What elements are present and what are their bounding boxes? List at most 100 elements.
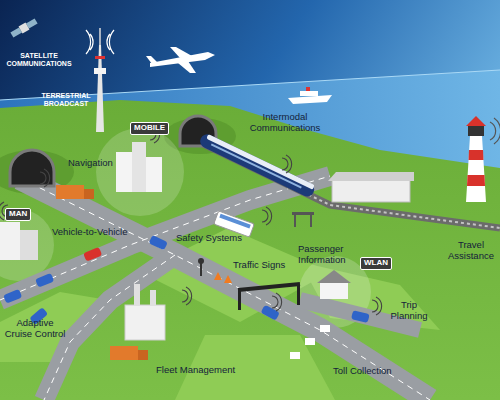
broadcast-tower bbox=[95, 56, 105, 59]
tag-box: MAN bbox=[5, 208, 31, 221]
lighthouse bbox=[468, 126, 484, 136]
lighthouse bbox=[466, 136, 486, 202]
sea bbox=[0, 70, 500, 400]
factory bbox=[134, 284, 140, 306]
train bbox=[198, 132, 317, 199]
signal-waves bbox=[282, 155, 292, 173]
toll-gantry bbox=[320, 325, 330, 332]
satellite bbox=[19, 23, 30, 34]
airplane bbox=[146, 47, 215, 73]
station bbox=[310, 215, 312, 227]
train bbox=[211, 143, 302, 188]
lighthouse bbox=[469, 150, 484, 160]
broadcast-tower bbox=[86, 28, 114, 132]
signal-waves bbox=[372, 297, 382, 315]
station bbox=[328, 172, 414, 181]
toll-gantry bbox=[297, 285, 300, 305]
broadcast-tower bbox=[96, 45, 104, 132]
factory bbox=[125, 305, 165, 340]
car bbox=[3, 235, 370, 325]
station bbox=[332, 180, 410, 202]
satellite bbox=[10, 18, 38, 39]
road bbox=[0, 176, 330, 300]
road bbox=[44, 255, 175, 400]
ship bbox=[306, 87, 310, 91]
signal-waves bbox=[272, 293, 282, 311]
lighthouse bbox=[467, 175, 485, 186]
scene-label: Intermodal Communications bbox=[242, 112, 328, 133]
bus bbox=[219, 214, 250, 229]
road bbox=[0, 176, 330, 300]
tunnel bbox=[10, 116, 216, 186]
truck bbox=[56, 185, 84, 199]
toll-gantry bbox=[238, 284, 300, 290]
lighthouse bbox=[466, 116, 500, 202]
airplane bbox=[146, 56, 158, 64]
car bbox=[351, 310, 370, 323]
broadcast-tower bbox=[86, 30, 114, 54]
traffic-sign bbox=[224, 275, 232, 283]
ship bbox=[288, 87, 332, 104]
airplane bbox=[170, 47, 192, 58]
sea bbox=[0, 70, 500, 400]
truck bbox=[84, 189, 94, 199]
toll-gantry bbox=[238, 290, 241, 310]
truck bbox=[138, 350, 148, 360]
signal-waves bbox=[182, 287, 192, 305]
station bbox=[292, 212, 314, 215]
scene-label: Travel Assistance bbox=[442, 240, 500, 261]
traffic-sign bbox=[198, 258, 204, 264]
factory bbox=[125, 284, 165, 340]
car bbox=[261, 305, 280, 321]
road bbox=[44, 255, 175, 400]
scene-label: TERRESTRIAL BROADCAST bbox=[30, 92, 102, 108]
truck bbox=[110, 346, 138, 360]
toll-gantry bbox=[290, 352, 300, 359]
tunnel bbox=[10, 150, 54, 186]
office-building bbox=[20, 230, 38, 260]
truck bbox=[56, 185, 148, 360]
signal-waves bbox=[262, 207, 272, 225]
signal-waves bbox=[40, 169, 50, 187]
house bbox=[317, 270, 351, 283]
scene-label: Safety Systems bbox=[176, 233, 256, 244]
office-building bbox=[0, 222, 20, 260]
traffic-sign bbox=[200, 262, 202, 276]
car bbox=[83, 247, 102, 262]
car bbox=[3, 289, 22, 304]
scene-label: Adaptive Cruise Control bbox=[2, 318, 68, 339]
office-building bbox=[146, 157, 162, 192]
house bbox=[320, 283, 348, 299]
tag-text: WLAN bbox=[364, 259, 388, 268]
house bbox=[317, 270, 351, 299]
coverage-dome bbox=[96, 128, 184, 216]
scene-label: Traffic Signs bbox=[233, 260, 303, 271]
broadcast-tower bbox=[94, 68, 106, 74]
office-building bbox=[132, 142, 146, 192]
scene-label: Toll Collection bbox=[333, 366, 411, 377]
lighthouse bbox=[490, 118, 500, 144]
car bbox=[35, 273, 54, 288]
train bbox=[198, 132, 317, 199]
land bbox=[0, 100, 500, 400]
station bbox=[292, 172, 414, 227]
tag-box: MOBILE bbox=[130, 122, 169, 135]
broadcast-tower bbox=[99, 28, 101, 46]
ship bbox=[288, 95, 332, 104]
scene-label: Fleet Management bbox=[156, 365, 248, 376]
car bbox=[149, 235, 168, 250]
lighthouse bbox=[466, 116, 486, 126]
signal-waves bbox=[0, 125, 382, 315]
land bbox=[0, 100, 500, 400]
factory bbox=[150, 290, 156, 306]
tag-text: MOBILE bbox=[134, 124, 165, 133]
traffic-sign bbox=[198, 258, 232, 283]
airplane bbox=[178, 61, 196, 73]
toll-gantry bbox=[238, 284, 330, 359]
scene-label: Navigation bbox=[68, 158, 128, 169]
station bbox=[294, 215, 296, 227]
scene-label: SATELLITE COMMUNICATIONS bbox=[2, 52, 76, 68]
